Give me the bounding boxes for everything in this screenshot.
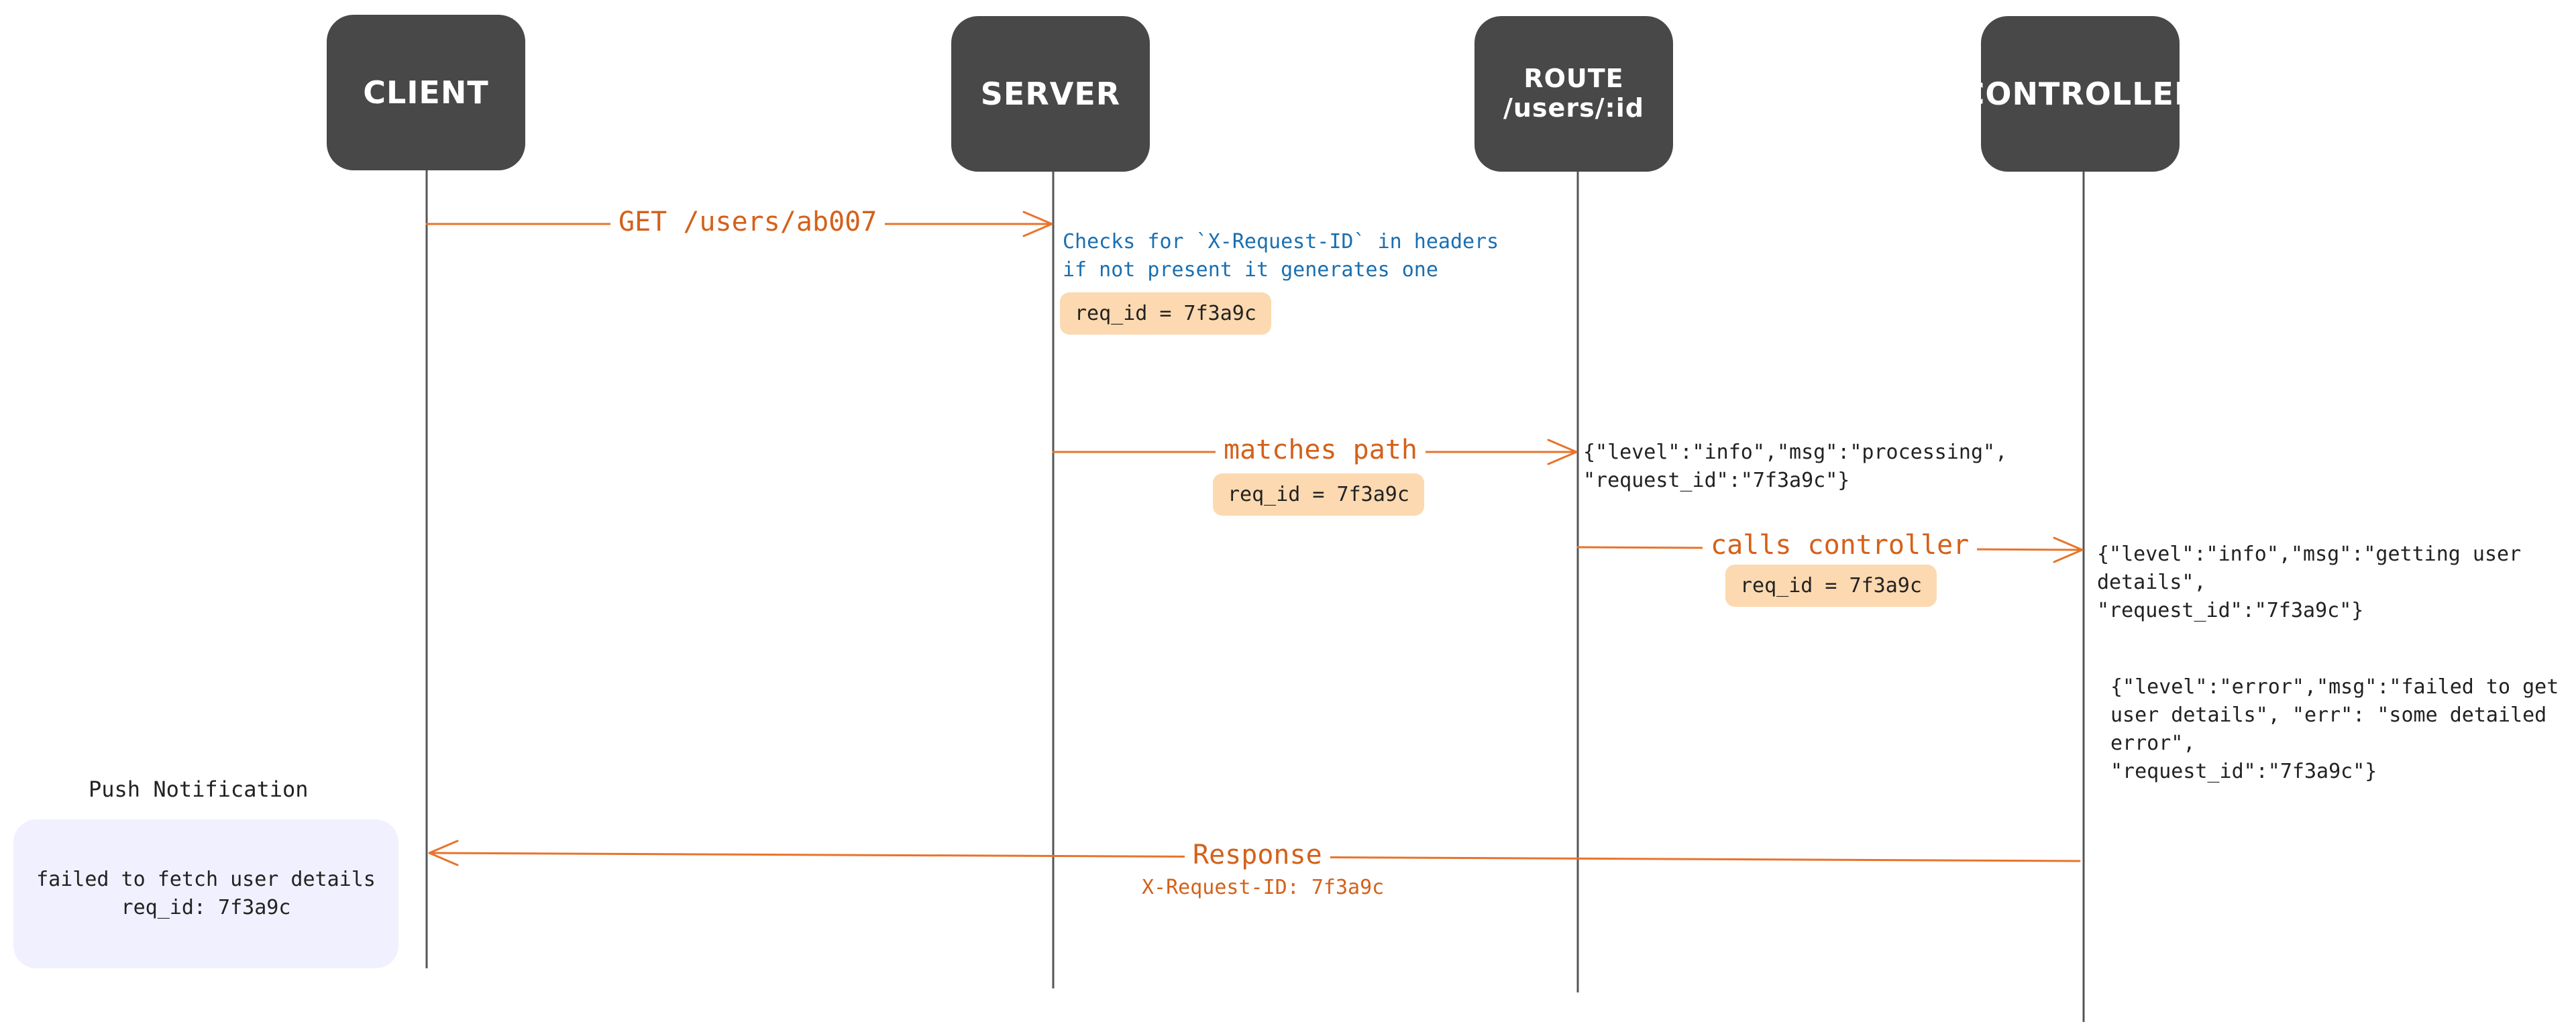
matches-path-label: matches path	[1216, 435, 1426, 465]
response-header-label: X-Request-ID: 7f3a9c	[1142, 876, 1385, 899]
controller-log-info: {"level":"info","msg":"getting user deta…	[2097, 542, 2522, 622]
server-actor-label: SERVER	[980, 75, 1121, 112]
route-actor-path: /users/:id	[1503, 93, 1644, 123]
client-actor-label: CLIENT	[363, 74, 489, 111]
server-actor: SERVER	[951, 16, 1150, 172]
get-request-label: GET /users/ab007	[610, 207, 885, 237]
get-arrow-head	[1022, 211, 1053, 237]
response-arrow-head	[428, 840, 459, 866]
req-id-pill-route: req_id = 7f3a9c	[1213, 473, 1424, 516]
req-id-pill-server: req_id = 7f3a9c	[1060, 292, 1271, 335]
push-notification-body: failed to fetch user details req_id: 7f3…	[36, 868, 376, 919]
push-notification-title: Push Notification	[89, 777, 309, 802]
route-log-processing: {"level":"info","msg":"processing", "req…	[1583, 441, 2008, 492]
req-id-pill-controller: req_id = 7f3a9c	[1725, 565, 1937, 607]
route-actor-label: ROUTE	[1523, 64, 1624, 94]
calls-controller-arrow-head	[2053, 536, 2084, 563]
controller-actor-label: CONTROLLER	[1962, 75, 2199, 112]
push-notification-box: failed to fetch user details req_id: 7f3…	[13, 819, 398, 968]
client-actor: CLIENT	[327, 15, 525, 170]
controller-log-error: {"level":"error","msg":"failed to get us…	[2110, 675, 2559, 783]
controller-actor: CONTROLLER	[1962, 16, 2198, 172]
calls-controller-label: calls controller	[1703, 530, 1978, 561]
response-label: Response	[1185, 840, 1330, 870]
matches-path-arrow-head	[1547, 439, 1578, 465]
server-note: Checks for `X-Request-ID` in headers if …	[1057, 228, 1505, 284]
route-actor: ROUTE /users/:id	[1474, 16, 1673, 172]
